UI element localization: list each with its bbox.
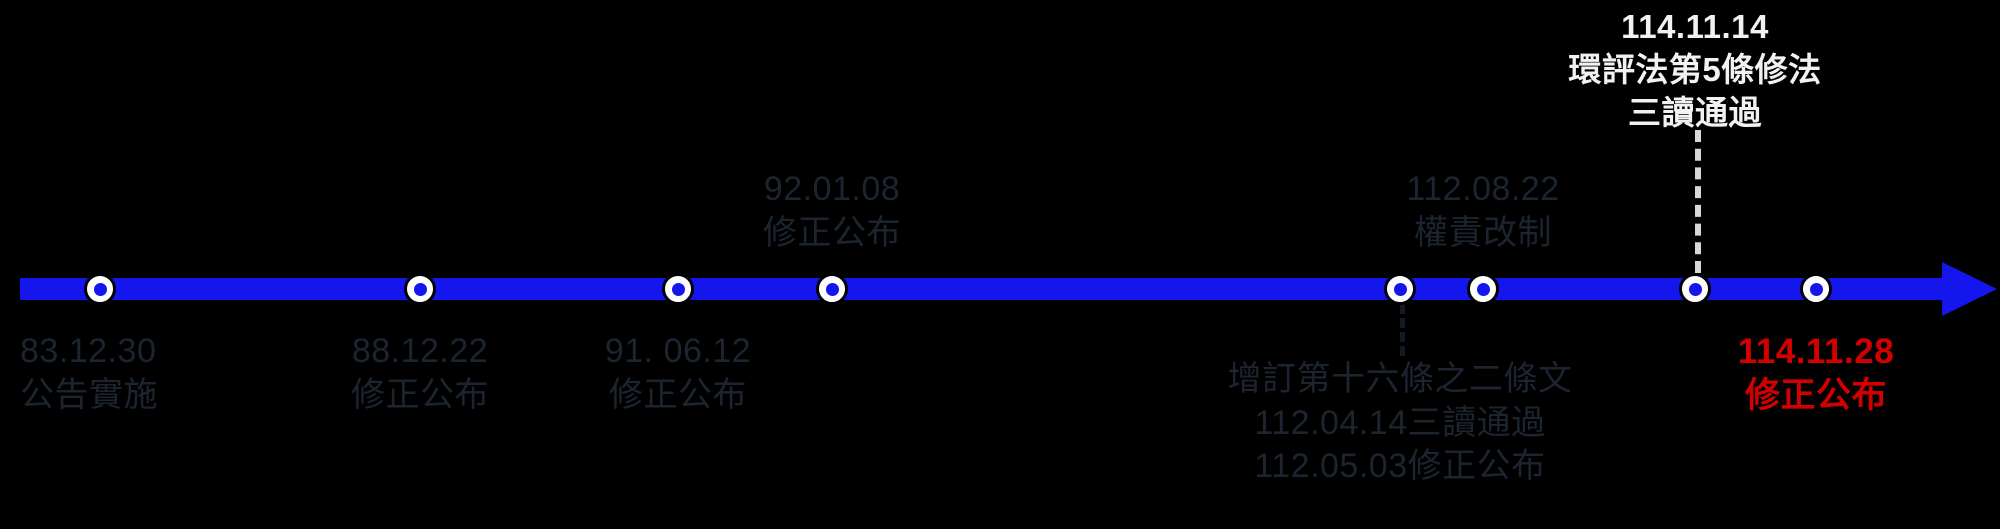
timeline-node-n7[interactable] [1679, 273, 1711, 305]
event-88-12-22-line-1: 88.12.22 [351, 332, 489, 370]
event-112-08-22-line-2: 權責改制 [1413, 213, 1552, 252]
event-91-06-12-line-2: 修正公布 [608, 375, 747, 414]
event-92-01-08: 92.01.08 修正公布 [763, 168, 901, 255]
timeline-node-n8[interactable] [1800, 273, 1832, 305]
event-83-12-30-line-2: 公告實施 [20, 375, 158, 414]
event-114-11-14-callout: 114.11.14 環評法第5條修法三讀通過 [1568, 6, 1821, 135]
event-114-11-14-callout-line-2: 環評法第5條修法 [1568, 50, 1822, 88]
event-114-11-14-callout-line-1: 114.11.14 [1621, 8, 1769, 45]
event-112-08-22: 112.08.22 權責改制 [1406, 168, 1559, 255]
event-92-01-08-line-2: 修正公布 [763, 213, 901, 252]
timeline-axis-line [20, 278, 1950, 300]
event-91-06-12-line-1: 91. 06.12 [604, 332, 752, 370]
timeline-node-n3[interactable] [662, 273, 694, 305]
event-114-11-14-callout-line-3: 三讀通過 [1627, 93, 1762, 131]
event-112-08-22-line-1: 112.08.22 [1406, 170, 1560, 208]
event-114-11-28-highlight-line-1: 114.11.28 [1737, 332, 1895, 371]
event-114-11-28-highlight-line-2: 修正公布 [1744, 376, 1887, 416]
timeline-node-n4[interactable] [816, 273, 848, 305]
event-112-04-14-amendment-line-2: 112.04.14三讀通過 [1254, 403, 1546, 442]
timeline-node-n2[interactable] [404, 273, 436, 305]
event-91-06-12: 91. 06.12 修正公布 [605, 330, 751, 417]
event-112-04-14-amendment: 增訂第十六條之二條文 112.04.14三讀通過 112.05.03修正公布 [1228, 358, 1573, 489]
event-88-12-22: 88.12.22 修正公布 [351, 330, 489, 417]
timeline-arrow-icon [1942, 262, 1997, 316]
event-112-04-14-amendment-line-1: 增訂第十六條之二條文 [1227, 360, 1573, 398]
event-83-12-30: 83.12.30 公告實施 [20, 330, 158, 417]
event-83-12-30-line-1: 83.12.30 [20, 332, 157, 370]
timeline-node-n1[interactable] [84, 273, 116, 305]
event-92-01-08-line-1: 92.01.08 [763, 170, 901, 208]
callout-connector-line [1695, 130, 1701, 273]
event-112-04-14-amendment-line-3: 112.05.03修正公布 [1254, 447, 1546, 486]
timeline-node-n6[interactable] [1467, 273, 1499, 305]
timeline-node-n5[interactable] [1384, 273, 1416, 305]
event-88-12-22-line-2: 修正公布 [351, 375, 489, 414]
amendment-connector-line [1400, 304, 1405, 356]
event-114-11-28-highlight: 114.11.28 修正公布 [1738, 330, 1894, 418]
